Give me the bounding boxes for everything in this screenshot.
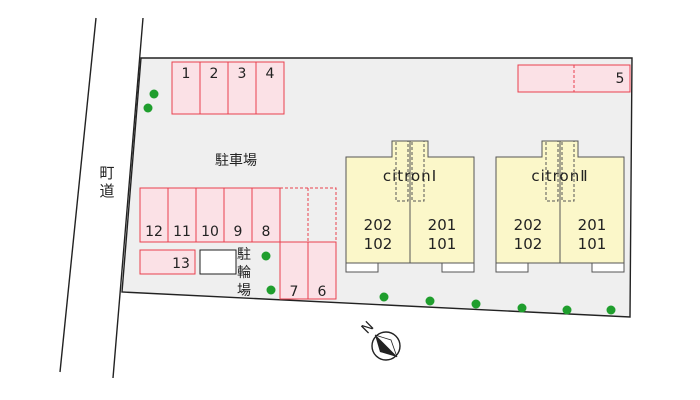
- parking-space-label-4: 4: [266, 66, 275, 82]
- parking-space-6: [307, 241, 337, 300]
- parking-space-label-9: 9: [234, 224, 243, 240]
- building-citron-1-stair-right: [411, 140, 425, 202]
- tree-icon: [517, 303, 527, 313]
- parking-space-label-2: 2: [210, 66, 219, 82]
- parking-space-label-8: 8: [262, 224, 271, 240]
- parking-block-top: [171, 61, 285, 115]
- building-citron-2-unit-202: 202: [514, 216, 543, 234]
- building-citron-2-stair-left: [545, 140, 559, 202]
- tree-icon: [471, 299, 481, 309]
- building-citron-2-stair-right: [561, 140, 575, 202]
- building-citron-2-unit-102: 102: [514, 235, 543, 253]
- tree-icon: [149, 89, 159, 99]
- building-citron-2-unit-201: 201: [578, 216, 607, 234]
- road: 町 道: [59, 17, 144, 379]
- compass-north-label: N: [359, 319, 378, 338]
- parking-space-label-10: 10: [201, 224, 219, 240]
- bicycle-parking-box: [199, 249, 237, 275]
- tree-icon: [261, 251, 271, 261]
- building-citron-2: citronⅡ 202 201 102 101: [495, 140, 625, 273]
- parking-space-13: [139, 249, 196, 275]
- road-label-char-2: 道: [99, 182, 114, 200]
- parking-space-8: [251, 187, 281, 243]
- tree-icon: [266, 285, 276, 295]
- parking-space-label-11: 11: [173, 224, 191, 240]
- parking-space-1: [171, 61, 201, 115]
- parking-space-label-3: 3: [238, 66, 247, 82]
- bicycle-parking-label-char-3: 場: [237, 283, 251, 299]
- parking-block-right: [279, 241, 337, 300]
- parking-space-label-12: 12: [145, 224, 163, 240]
- parking-block-middle: [139, 187, 281, 243]
- parking-space-4: [255, 61, 285, 115]
- building-citron-2-name: citronⅡ: [531, 167, 588, 185]
- road-edge-left: [59, 17, 97, 373]
- parking-space-label-7: 7: [290, 284, 299, 300]
- parking-block-dashed-outline: [279, 187, 337, 243]
- tree-icon: [562, 305, 572, 315]
- parking-space-label-13: 13: [172, 256, 190, 272]
- trees: [143, 89, 616, 315]
- building-citron-1-unit-201: 201: [428, 216, 457, 234]
- parking-space-label-1: 1: [182, 66, 191, 82]
- compass-needle-light: [374, 334, 398, 358]
- compass-north-arrow-icon: N: [359, 319, 401, 361]
- parking-area-label: 駐車場: [215, 152, 257, 169]
- bicycle-parking-label-char-1: 駐: [237, 247, 251, 263]
- parking-space-9: [223, 187, 253, 243]
- tree-icon: [379, 292, 389, 302]
- building-citron-1-stair-left: [395, 140, 409, 202]
- road-edge-right: [112, 17, 144, 379]
- building-citron-1-unit-202: 202: [364, 216, 393, 234]
- building-citron-1: citronⅠ 202 201 102 101: [345, 140, 475, 273]
- building-citron-1-unit-102: 102: [364, 235, 393, 253]
- parking-space-label-5: 5: [616, 71, 625, 87]
- parking-space-label-6: 6: [318, 284, 327, 300]
- parking-space-2: [199, 61, 229, 115]
- building-citron-1-unit-101: 101: [428, 235, 457, 253]
- tree-icon: [606, 305, 616, 315]
- building-citron-2-unit-101: 101: [578, 235, 607, 253]
- tree-icon: [425, 296, 435, 306]
- road-label-char-1: 町: [99, 164, 114, 182]
- tree-icon: [143, 103, 153, 113]
- bicycle-parking-label-char-2: 輪: [237, 264, 251, 281]
- building-citron-1-name: citronⅠ: [383, 167, 437, 185]
- parking-space-7: [279, 241, 309, 300]
